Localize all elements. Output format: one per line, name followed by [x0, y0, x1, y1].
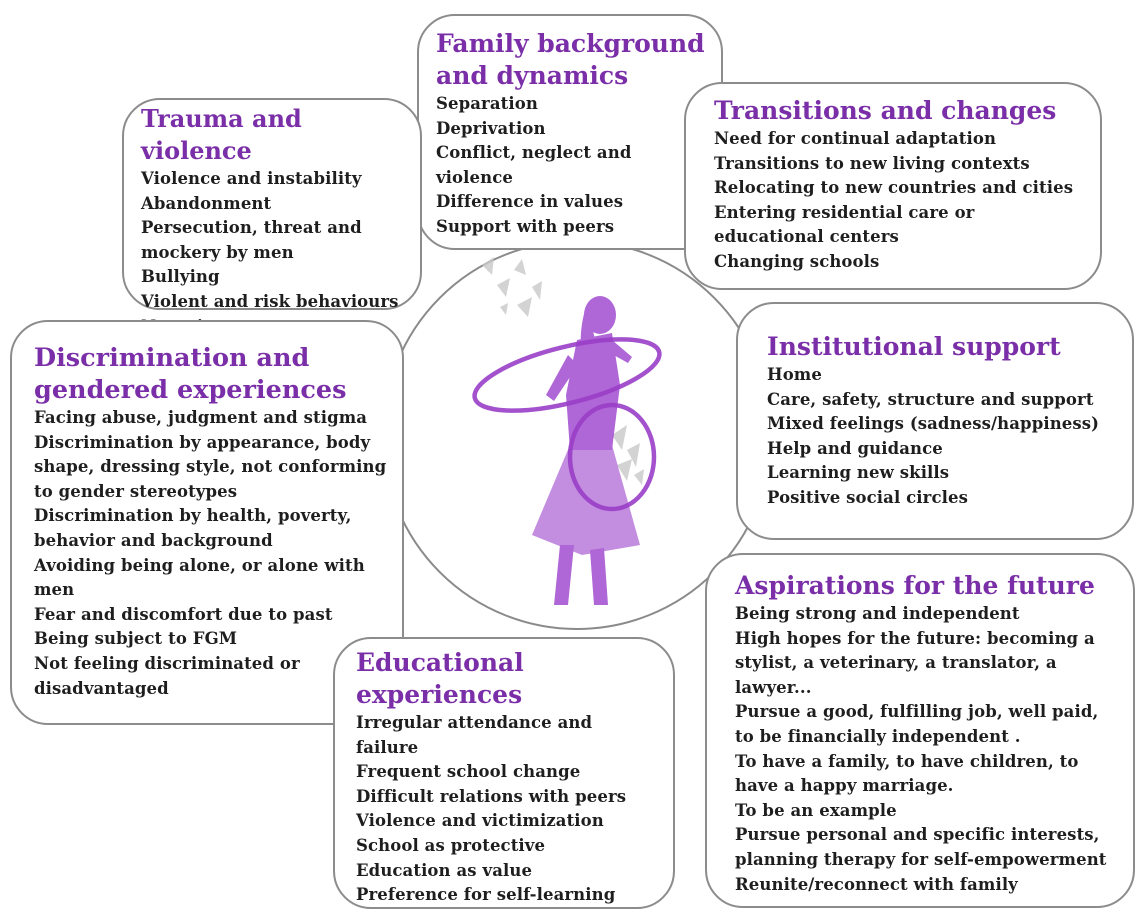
educational-experiences-list: Irregular attendance and failure Frequen…	[356, 711, 673, 908]
list-item: Persecution, threat and	[141, 218, 362, 238]
list-item: Violence and instability	[141, 169, 362, 188]
list-item: Irregular attendance and	[356, 713, 593, 732]
list-item: Discrimination by appearance, body	[34, 432, 371, 452]
list-item: Need for continual adaptation	[714, 129, 997, 148]
list-item: Pursue personal and specific interests,	[735, 825, 1100, 845]
list-item: High hopes for the future: becoming a	[735, 628, 1095, 648]
list-item: lawyer...	[735, 677, 812, 697]
list-item: Not feeling discriminated or	[34, 653, 300, 673]
list-item: Difference in values	[436, 192, 624, 212]
list-item: to be financially independent .	[735, 726, 1021, 746]
list-item: School as protective	[356, 835, 546, 855]
list-item: Separation	[436, 94, 538, 113]
list-item: educational centers	[714, 227, 899, 247]
institutional-support-title: Institutional support	[767, 332, 1061, 361]
list-item: planning therapy for self-empowerment	[735, 849, 1107, 869]
institutional-support-list: Home Care, safety, structure and support…	[767, 363, 1132, 511]
list-item: shape, dressing style, not conforming	[34, 457, 387, 477]
list-item: Home	[767, 365, 822, 384]
list-item: Help and guidance	[767, 438, 943, 458]
family-background-list: Separation Deprivation Conflict, neglect…	[436, 92, 721, 240]
list-item: Transitions to new living contexts	[714, 153, 1030, 173]
list-item: have a happy marriage.	[735, 776, 954, 796]
list-item: to gender stereotypes	[34, 481, 238, 501]
list-item: Entering residential care or	[714, 202, 975, 222]
title-line: Educational	[356, 648, 524, 677]
trauma-violence-list: Violence and instability Abandonment Per…	[141, 167, 420, 339]
list-item: Deprivation	[436, 118, 546, 138]
institutional-support-box: Institutional support Home Care, safety,…	[736, 302, 1134, 540]
transitions-changes-title: Transitions and changes	[714, 96, 1057, 125]
educational-experiences-box: Educational experiences Irregular attend…	[333, 637, 675, 909]
aspirations-future-title: Aspirations for the future	[735, 571, 1095, 600]
title-line: and dynamics	[436, 61, 629, 90]
list-item: mockery by men	[141, 242, 294, 262]
list-item: Mixed feelings (sadness/happiness)	[767, 414, 1100, 434]
discrimination-gendered-box: Discrimination and gendered experiences …	[10, 320, 404, 725]
trauma-violence-title: Trauma and violence	[141, 104, 302, 165]
list-item: men	[34, 580, 75, 600]
title-line: Family background	[436, 29, 705, 58]
list-item: Abandonment	[141, 193, 272, 213]
list-item: Bullying	[141, 267, 220, 287]
list-item: Changing schools	[714, 251, 880, 271]
list-item: Facing abuse, judgment and stigma	[34, 408, 368, 427]
list-item: stylist, a veterinary, a translator, a	[735, 653, 1057, 673]
list-item: Care, safety, structure and support	[767, 389, 1094, 409]
list-item: Learning new skills	[767, 463, 950, 483]
list-item: Support with peers	[436, 216, 615, 236]
list-item: behavior and background	[34, 530, 273, 550]
list-item: To have a family, to have children, to	[735, 751, 1079, 771]
list-item: Relocating to new countries and cities	[714, 178, 1074, 198]
list-item: Conflict, neglect and	[436, 143, 632, 163]
list-item: Avoiding being alone, or alone with	[34, 555, 365, 575]
transitions-changes-box: Transitions and changes Need for continu…	[684, 82, 1102, 290]
list-item: Difficult relations with peers	[356, 786, 627, 806]
list-item: Violent and risk behaviours	[141, 291, 399, 311]
title-line: gendered experiences	[34, 375, 347, 405]
list-item: disadvantaged	[34, 678, 169, 698]
list-item: Being subject to FGM	[34, 629, 238, 649]
title-line: experiences	[356, 680, 523, 709]
list-item: Positive social circles	[767, 487, 968, 507]
title-line: Discrimination and	[34, 343, 310, 373]
hula-hoop-girl-illustration	[472, 257, 662, 605]
discrimination-gendered-list: Facing abuse, judgment and stigma Discri…	[34, 406, 402, 701]
trauma-violence-box: Trauma and violence Violence and instabi…	[122, 98, 422, 336]
list-item: Being strong and independent	[735, 604, 1020, 623]
list-item: Fear and discomfort due to past	[34, 604, 333, 624]
list-item: To be an example	[735, 800, 897, 820]
list-item: violence	[436, 167, 513, 187]
list-item: Discrimination by health, poverty,	[34, 506, 352, 526]
list-item: Pursue a good, fulfilling job, well paid…	[735, 702, 1099, 722]
family-background-title: Family background and dynamics	[436, 28, 721, 92]
transitions-changes-list: Need for continual adaptation Transition…	[714, 127, 1100, 275]
family-background-box: Family background and dynamics Separatio…	[417, 14, 723, 250]
educational-experiences-title: Educational experiences	[356, 647, 673, 711]
aspirations-future-list: Being strong and independent High hopes …	[735, 602, 1133, 897]
list-item: Education as value	[356, 860, 533, 880]
aspirations-future-box: Aspirations for the future Being strong …	[705, 553, 1135, 908]
list-item: failure	[356, 737, 419, 757]
list-item: Violence and victimization	[356, 811, 604, 831]
list-item: Reunite/reconnect with family	[735, 874, 1018, 894]
list-item: Frequent school change	[356, 762, 581, 782]
discrimination-gendered-title: Discrimination and gendered experiences	[34, 342, 402, 406]
list-item: Preference for self-learning	[356, 885, 616, 905]
